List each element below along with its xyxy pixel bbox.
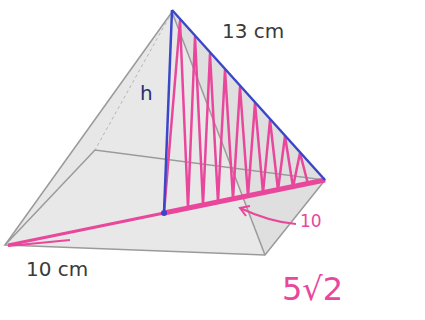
result-label: 5√2 [282,272,343,307]
lateral-edge [5,12,172,245]
dimension-label: 10 cm [26,258,88,280]
slant-edge [172,10,325,180]
height-line [164,10,172,213]
length-label: 10 [300,212,322,231]
base-center [161,210,167,216]
pink-stroke [8,240,70,246]
pointer-arrow [240,208,296,224]
base-diagonal [8,180,325,245]
dimension-label: 13 cm [222,20,284,42]
hatching [164,21,308,213]
height-label: h [140,82,153,104]
hidden-edge [95,12,172,150]
arrow-head [240,206,250,216]
back-face [5,12,172,245]
